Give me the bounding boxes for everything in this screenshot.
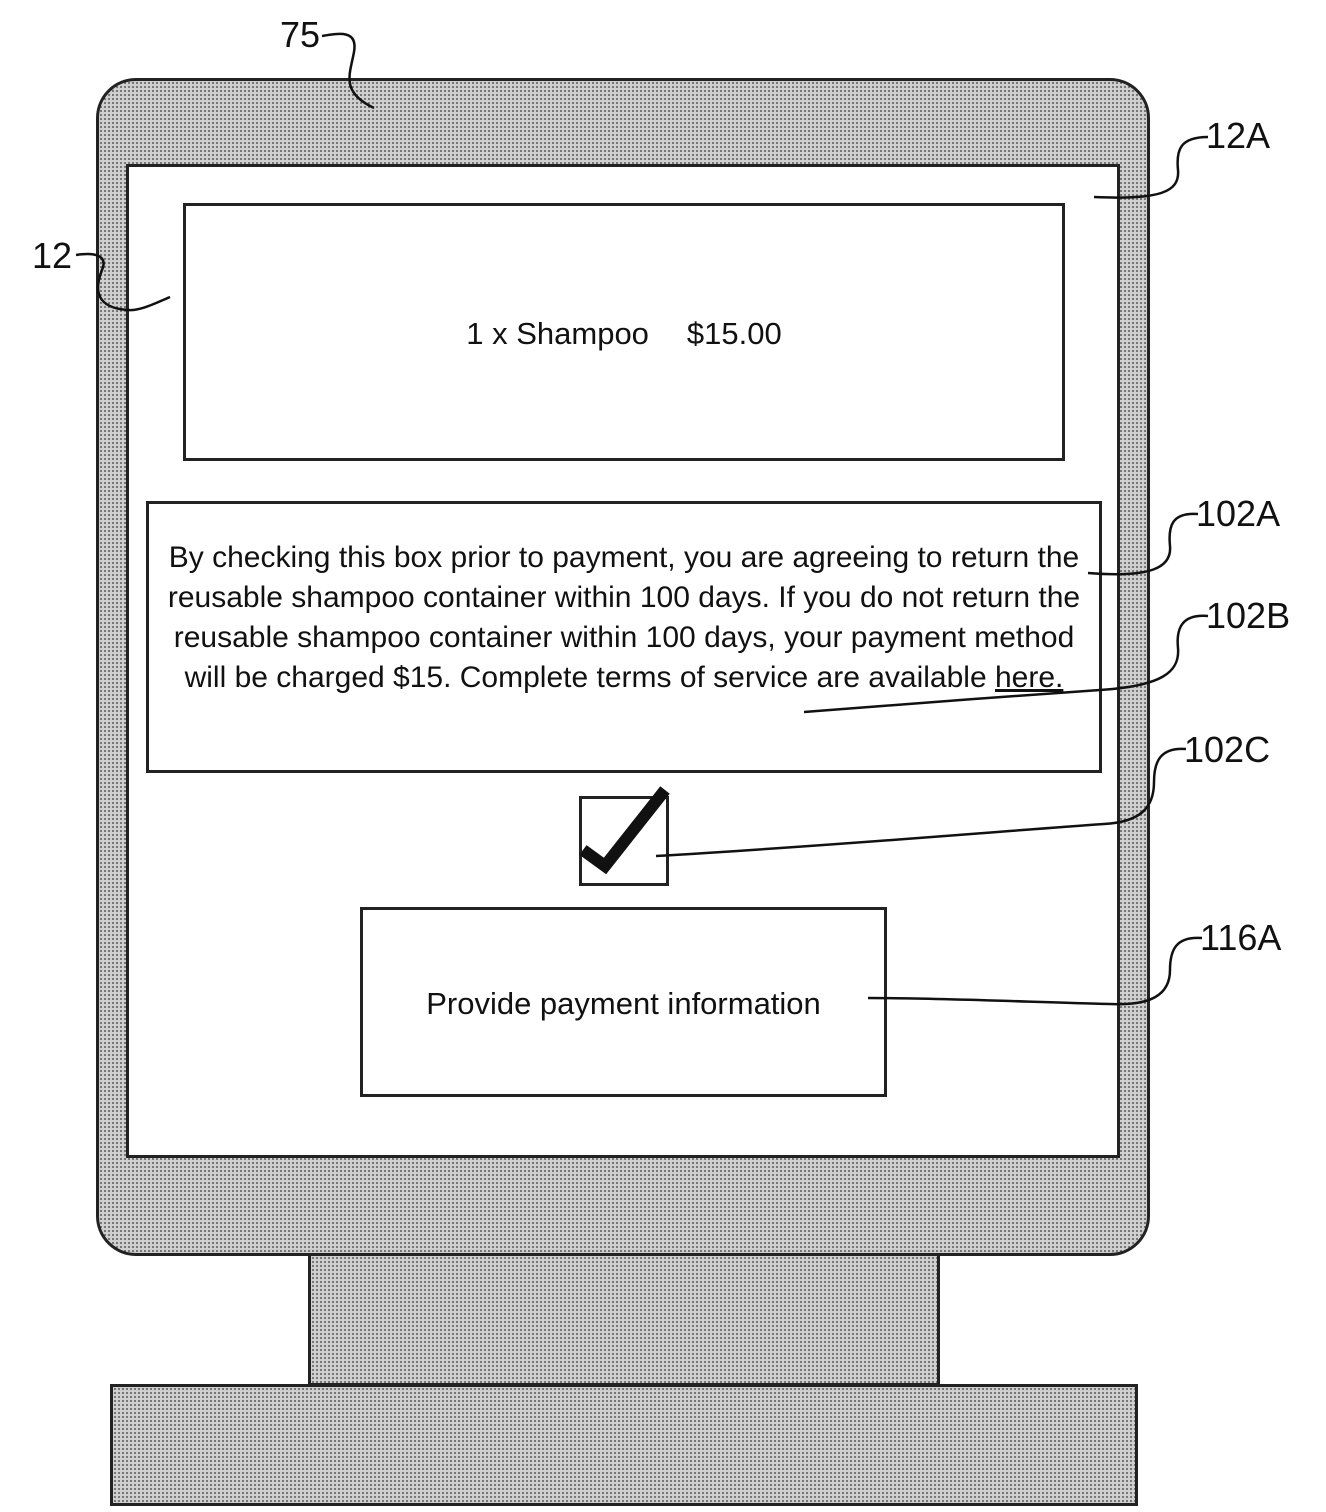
provide-payment-button[interactable]: Provide payment information: [360, 907, 887, 1097]
order-item-price: $15.00: [687, 316, 782, 352]
ref-label-monitor: 75: [280, 17, 320, 53]
terms-of-service-link[interactable]: here.: [995, 661, 1063, 694]
order-summary-panel: 1 x Shampoo $15.00: [183, 203, 1065, 461]
ref-label-terms-panel: 102A: [1196, 496, 1280, 532]
monitor-stand-base: [110, 1384, 1138, 1506]
terms-panel: By checking this box prior to payment, y…: [146, 501, 1102, 773]
monitor-stand-neck: [308, 1256, 940, 1386]
order-line-item: 1 x Shampoo $15.00: [186, 316, 1062, 352]
ref-label-terms-link: 102B: [1206, 598, 1290, 634]
ref-label-order-panel: 12: [32, 238, 72, 274]
order-item-label: 1 x Shampoo: [466, 316, 649, 352]
ref-label-screen: 12A: [1206, 118, 1270, 154]
ref-label-payment-button: 116A: [1200, 920, 1281, 956]
checkmark-icon: [579, 796, 669, 886]
ref-label-checkbox: 102C: [1184, 732, 1270, 768]
provide-payment-label: Provide payment information: [363, 986, 884, 1022]
terms-text: By checking this box prior to payment, y…: [168, 541, 1080, 694]
agree-checkbox[interactable]: [579, 796, 669, 886]
terms-text-block: By checking this box prior to payment, y…: [161, 538, 1087, 698]
